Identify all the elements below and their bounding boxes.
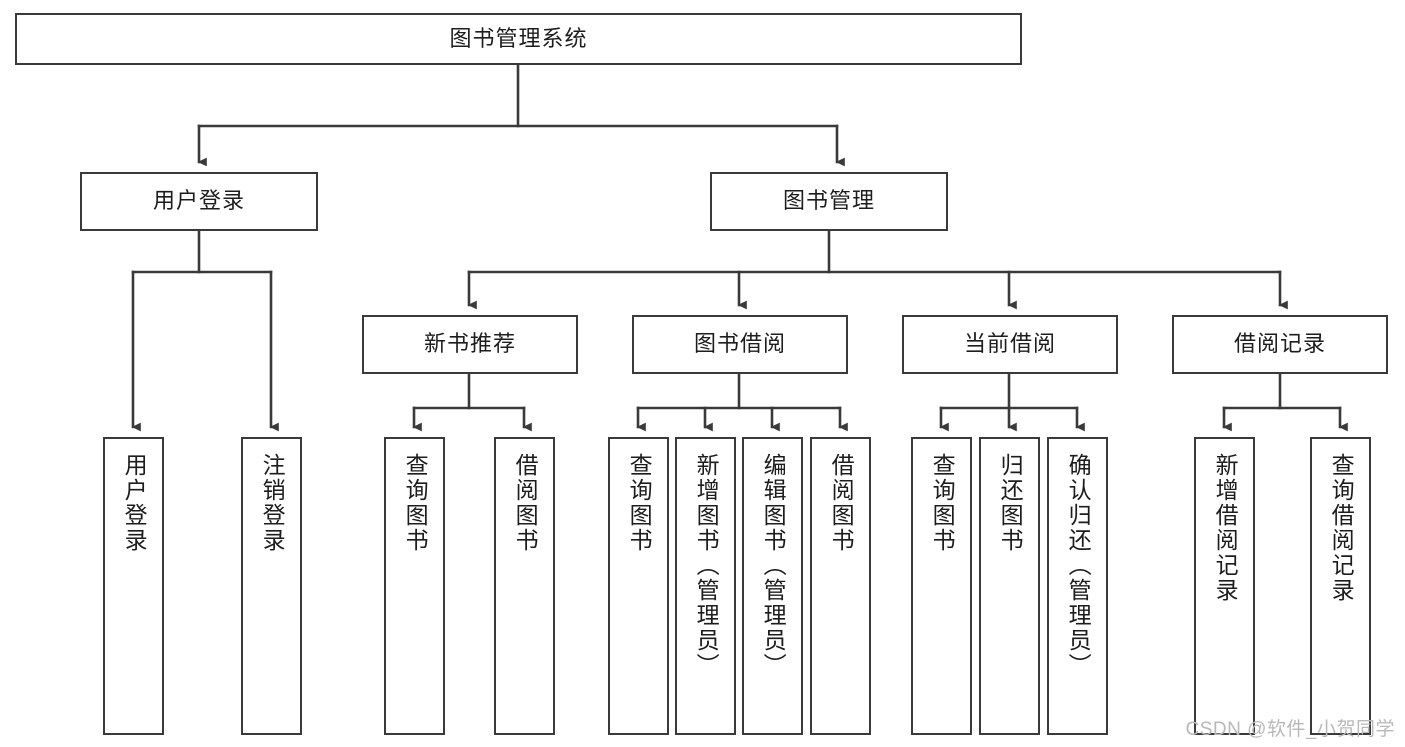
node-book-borrow[interactable]: 图书借阅 <box>632 315 848 374</box>
leaf-label: 确认归还（管理员） <box>1065 453 1092 678</box>
leaf-query-book-2[interactable]: 查询图书 <box>608 437 669 735</box>
node-label: 用户登录 <box>152 188 245 214</box>
leaf-label: 归还图书 <box>997 453 1024 553</box>
leaf-label: 借阅图书 <box>828 453 855 553</box>
node-label: 图书管理系统 <box>449 25 588 51</box>
leaf-return-book[interactable]: 归还图书 <box>979 437 1040 735</box>
leaf-label: 新增借阅记录 <box>1212 453 1239 603</box>
node-root-book-management-system[interactable]: 图书管理系统 <box>15 13 1022 65</box>
leaf-user-login[interactable]: 用户登录 <box>103 437 164 735</box>
leaf-label: 编辑图书（管理员） <box>760 453 787 678</box>
leaf-label: 查询图书 <box>929 453 956 553</box>
watermark: CSDN @软件_小贺同学 <box>1185 719 1395 740</box>
node-label: 图书管理 <box>782 188 875 214</box>
leaf-label: 查询图书 <box>402 453 429 553</box>
node-label: 当前借阅 <box>963 331 1056 357</box>
node-label: 借阅记录 <box>1233 331 1326 357</box>
leaf-add-book[interactable]: 新增图书（管理员） <box>675 437 736 735</box>
node-current-borrow[interactable]: 当前借阅 <box>902 315 1118 374</box>
leaf-query-book-3[interactable]: 查询图书 <box>911 437 972 735</box>
leaf-label: 借阅图书 <box>512 453 539 553</box>
leaf-query-record[interactable]: 查询借阅记录 <box>1310 437 1371 735</box>
leaf-user-logout[interactable]: 注销登录 <box>241 437 302 735</box>
node-user-login[interactable]: 用户登录 <box>80 172 318 231</box>
leaf-edit-book[interactable]: 编辑图书（管理员） <box>742 437 803 735</box>
leaf-borrow-book-1[interactable]: 借阅图书 <box>494 437 555 735</box>
leaf-label: 注销登录 <box>259 453 286 553</box>
node-book-management[interactable]: 图书管理 <box>710 172 948 231</box>
node-borrow-record[interactable]: 借阅记录 <box>1172 315 1388 374</box>
leaf-label: 用户登录 <box>121 453 148 553</box>
node-new-book-recommend[interactable]: 新书推荐 <box>362 315 578 374</box>
leaf-query-book-1[interactable]: 查询图书 <box>384 437 445 735</box>
leaf-label: 新增图书（管理员） <box>693 453 720 678</box>
leaf-label: 查询图书 <box>626 453 653 553</box>
leaf-confirm-return[interactable]: 确认归还（管理员） <box>1047 437 1108 735</box>
node-label: 图书借阅 <box>693 331 786 357</box>
node-label: 新书推荐 <box>423 331 516 357</box>
leaf-add-record[interactable]: 新增借阅记录 <box>1194 437 1255 735</box>
leaf-borrow-book-2[interactable]: 借阅图书 <box>810 437 871 735</box>
leaf-label: 查询借阅记录 <box>1328 453 1355 603</box>
